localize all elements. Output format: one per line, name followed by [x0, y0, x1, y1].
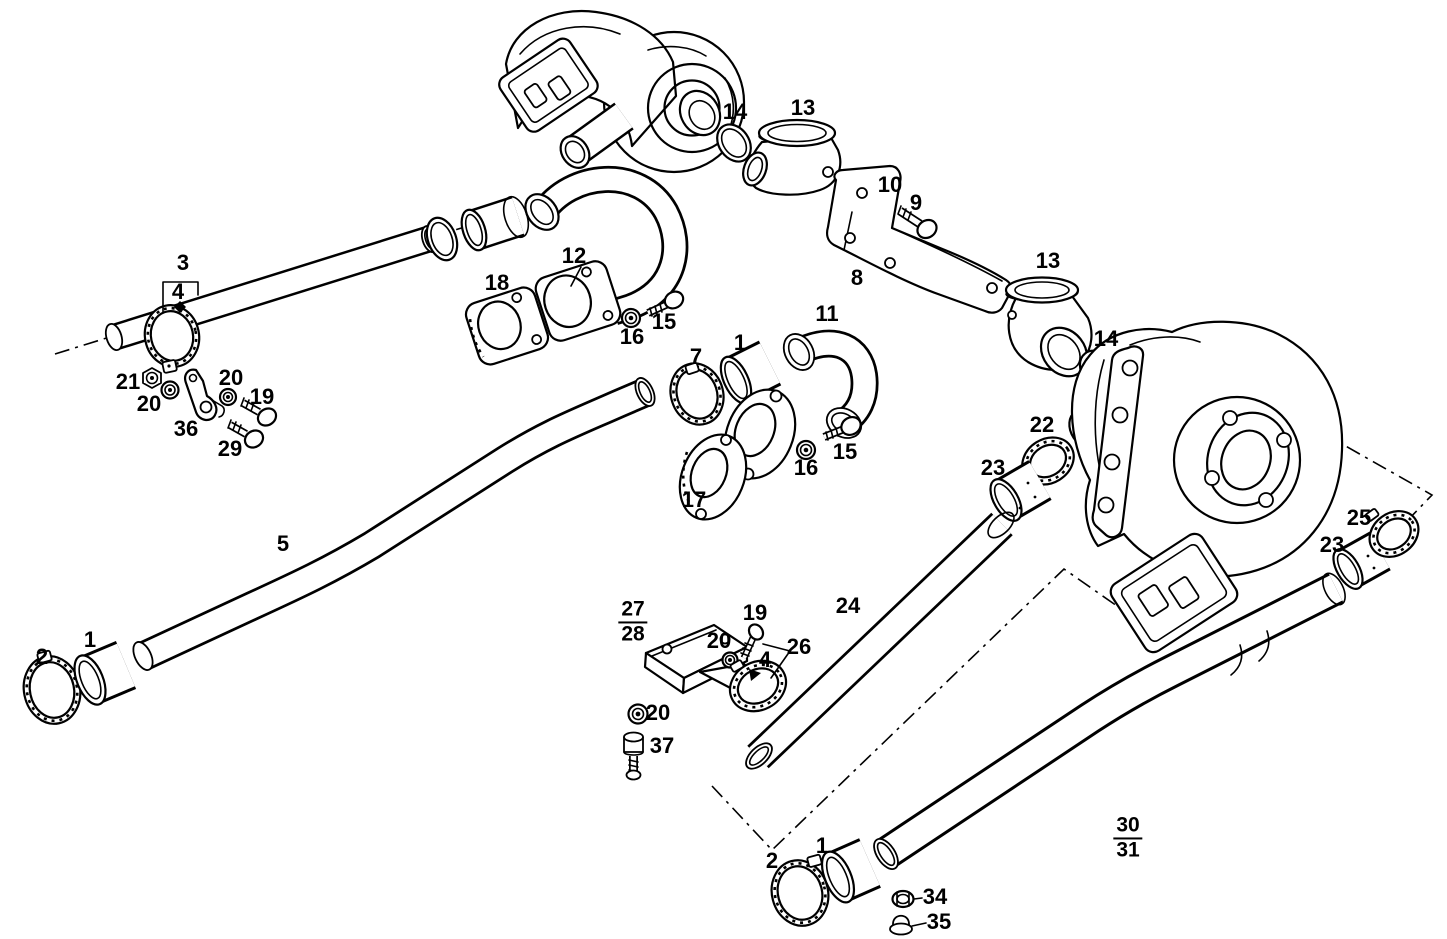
- turbo-lower-inlet-flange: [1109, 532, 1239, 654]
- hose-12: [524, 166, 689, 325]
- bolt-37: [623, 731, 644, 781]
- bolt-15-a: [646, 290, 685, 317]
- ring-seal-front: [425, 216, 459, 262]
- turbocharger-upper: [498, 9, 746, 174]
- gasket-17: [678, 433, 748, 521]
- pipe-5: [132, 377, 656, 671]
- sleeve-1-bottom: [820, 838, 881, 904]
- leader-34: [913, 897, 923, 900]
- washer-20-d: [627, 703, 649, 725]
- sleeve-front: [460, 195, 530, 252]
- clamp-2-left: [22, 649, 82, 725]
- turbo-upper-outlet-stub: [559, 102, 634, 169]
- sleeve-1-mid: [719, 340, 782, 405]
- lever-36: [184, 368, 225, 422]
- washer-20-b: [218, 387, 238, 407]
- washer-16-a: [620, 307, 642, 329]
- clamp-26: [728, 659, 788, 713]
- clamp-7: [669, 361, 725, 426]
- bolt-9: [897, 205, 938, 240]
- bracket-27-28: [643, 623, 762, 695]
- bolt-15-b: [822, 416, 862, 441]
- washer-16-b: [795, 439, 817, 461]
- bolt-19-b: [740, 623, 765, 660]
- sleeve-23-right: [1332, 531, 1391, 590]
- washer-20-a: [160, 380, 180, 400]
- marker-4-mid: [749, 643, 791, 681]
- cap-nut-35: [889, 914, 913, 936]
- clamp-25: [1364, 508, 1420, 558]
- leader-12: [570, 266, 582, 287]
- nut-21: [142, 367, 162, 389]
- nut-34: [891, 889, 915, 909]
- pipe-24: [745, 511, 1015, 770]
- bolt-19-a: [240, 397, 278, 427]
- flange-12: [534, 260, 622, 342]
- bracket-8: [826, 164, 1013, 314]
- pipe-30-31: [873, 572, 1346, 870]
- leader-35: [911, 922, 927, 927]
- clamp-2-bottom: [770, 853, 830, 927]
- elbow-13-top: [742, 118, 842, 196]
- clamp-3: [143, 304, 201, 374]
- ring-14-top: [716, 123, 752, 163]
- bracket-marker-3-4: [162, 281, 199, 314]
- turbo-upper-inlet-flange: [498, 37, 599, 133]
- turbo-lower-turbine-flange: [1204, 410, 1292, 508]
- turbo-lower-mount-strap: [1091, 345, 1145, 539]
- bolt-29: [227, 419, 265, 449]
- sleeve-23-left: [989, 460, 1052, 522]
- sleeve-1-left: [73, 641, 137, 706]
- turbocharger-lower: [1068, 320, 1344, 654]
- gasket-18: [464, 286, 550, 366]
